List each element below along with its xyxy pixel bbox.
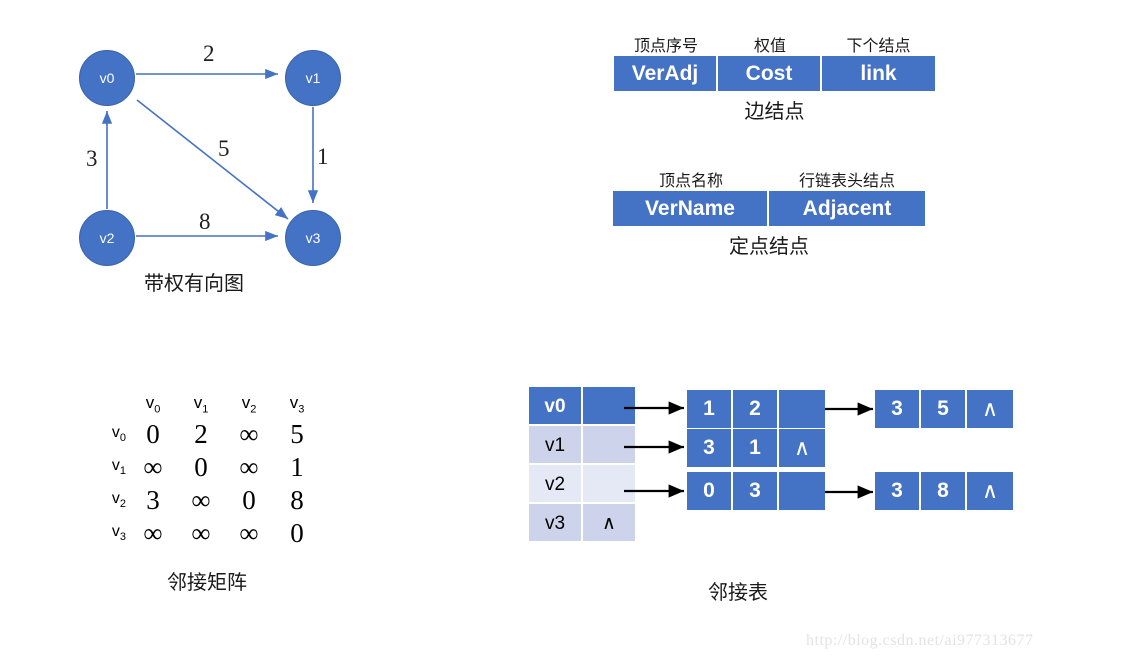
graph-node-v1[interactable]: v1	[285, 50, 341, 106]
edge-node-v2-0-link	[779, 472, 825, 510]
head-vertex-pointer-v3: ∧	[582, 503, 636, 542]
edge-weight-v2-v0: 3	[86, 146, 98, 171]
vertex-node-header-vername: 顶点名称	[658, 171, 723, 190]
matrix-cell-2-1: ∞	[191, 485, 211, 515]
edge-node-v2-1-veradj: 3	[875, 472, 921, 510]
head-vertex-pointer-v0	[582, 386, 636, 425]
matrix-cell-1-1: 0	[194, 452, 208, 482]
matrix-corner-blank	[95, 388, 129, 418]
edge-node-v2-0-veradj: 0	[687, 472, 733, 510]
edge-node-v2-1-cost: 8	[921, 472, 967, 510]
edge-node-struct-table: VerAdj Cost link	[614, 56, 935, 91]
matrix-cell-0-3: 5	[290, 419, 304, 449]
matrix-row-header-0: v0	[111, 424, 126, 445]
graph-node-v2-label: v2	[99, 230, 115, 246]
edge-node-v1-0-cost: 1	[733, 429, 779, 467]
vertex-node-cell-vername: VerName	[613, 191, 769, 226]
head-vertex-pointer-v2	[582, 464, 636, 503]
adjacency-list-figure: v0 v1 v2 v3 ∧ 1 2 3	[528, 386, 1048, 604]
graph-node-v3-label: v3	[305, 230, 321, 246]
graph-node-v2[interactable]: v2	[79, 210, 135, 266]
vertex-node-header-adjacent: 行链表头结点	[798, 171, 895, 190]
matrix-cell-3-0: ∞	[143, 518, 163, 548]
adjacency-matrix-figure: v0 v1 v2 v3 v0 0 2 ∞ 5 v1 ∞ 0 ∞ 1 v2 3 ∞…	[95, 388, 321, 594]
adjacency-list-head-row-v0[interactable]: v0	[528, 386, 636, 425]
graph-node-v0-label: v0	[99, 70, 115, 86]
matrix-col-header-3: v3	[289, 393, 305, 416]
edge-weight-v0-v3: 5	[218, 136, 230, 161]
edge-node-v1-0-link: ∧	[779, 429, 825, 467]
matrix-cell-1-0: ∞	[143, 452, 163, 482]
matrix-row-header-1: v1	[111, 457, 126, 478]
adjacency-matrix-caption: 邻接矩阵	[167, 570, 247, 594]
vertex-node-struct-table: VerName Adjacent	[613, 191, 925, 226]
vertex-node-cell-adjacent: Adjacent	[769, 191, 925, 226]
adjacency-list-head-row-v2[interactable]: v2	[528, 464, 636, 503]
edge-node-v2-1[interactable]: 3 8 ∧	[875, 472, 1013, 510]
vertex-node-struct: 顶点名称 行链表头结点 VerName Adjacent 定点结点	[613, 167, 925, 259]
edge-node-struct: 顶点序号 权值 下个结点 VerAdj Cost link 边结点	[614, 32, 935, 124]
edge-weight-v1-v3: 1	[317, 144, 329, 169]
edge-node-v0-0-cost: 2	[733, 390, 779, 428]
edge-node-struct-headers: 顶点序号 权值 下个结点	[614, 32, 935, 56]
matrix-cell-2-0: 3	[146, 485, 160, 515]
matrix-row-header-2: v2	[111, 490, 126, 511]
edge-node-v0-0-link	[779, 390, 825, 428]
head-vertex-name-v2: v2	[528, 464, 582, 503]
edge-node-v2-0-cost: 3	[733, 472, 779, 510]
edge-node-cell-veradj: VerAdj	[614, 56, 718, 91]
adjacency-list-head-row-v1[interactable]: v1	[528, 425, 636, 464]
head-vertex-name-v3: v3	[528, 503, 582, 542]
matrix-cell-0-2: ∞	[239, 419, 259, 449]
vertex-node-struct-headers: 顶点名称 行链表头结点	[613, 167, 925, 191]
matrix-cell-3-2: ∞	[239, 518, 259, 548]
graph-caption: 带权有向图	[144, 271, 244, 295]
edge-node-v0-1-veradj: 3	[875, 390, 921, 428]
weighted-digraph-figure: v0 v1 v2 v3 2 5 1 3 8 带权有向图	[0, 0, 430, 310]
edge-node-v0-1-link: ∧	[967, 390, 1013, 428]
matrix-row-header-3: v3	[111, 523, 126, 544]
graph-node-v1-label: v1	[305, 70, 321, 86]
adjacency-list-caption: 邻接表	[708, 580, 768, 604]
vertex-node-struct-caption: 定点结点	[729, 234, 809, 258]
matrix-cell-3-3: 0	[290, 518, 304, 548]
matrix-cell-0-0: 0	[146, 419, 160, 449]
edge-node-v0-1[interactable]: 3 5 ∧	[875, 390, 1013, 428]
edge-node-v0-0[interactable]: 1 2	[687, 390, 825, 428]
edge-node-v0-1-cost: 5	[921, 390, 967, 428]
edge-node-header-link: 下个结点	[846, 36, 911, 55]
edge-node-cell-cost: Cost	[718, 56, 822, 91]
graph-edges-svg	[101, 68, 319, 242]
head-vertex-name-v1: v1	[528, 425, 582, 464]
matrix-col-header-1: v1	[193, 393, 209, 416]
adjacency-list-head-row-v3[interactable]: v3 ∧	[528, 503, 636, 542]
edge-weight-v0-v1: 2	[203, 41, 215, 66]
edge-node-v2-1-link: ∧	[967, 472, 1013, 510]
matrix-cell-2-2: 0	[242, 485, 256, 515]
edge-node-struct-caption: 边结点	[744, 99, 805, 123]
edge-node-header-veradj: 顶点序号	[633, 36, 698, 55]
edge-v0-v3	[136, 99, 289, 220]
matrix-col-header-0: v0	[145, 393, 161, 416]
matrix-cell-2-3: 8	[290, 485, 304, 515]
edge-weight-v2-v3: 8	[199, 209, 211, 234]
edge-node-cell-link: link	[822, 56, 935, 91]
adjacency-list-head-table: v0 v1 v2 v3 ∧	[528, 386, 636, 542]
watermark-text: http://blog.csdn.net/ai977313677	[806, 632, 1034, 649]
edge-node-v1-0[interactable]: 3 1 ∧	[687, 429, 825, 467]
edge-node-header-cost: 权值	[753, 36, 786, 55]
edge-node-v0-0-veradj: 1	[687, 390, 733, 428]
graph-node-v3[interactable]: v3	[285, 210, 341, 266]
matrix-cell-1-2: ∞	[239, 452, 259, 482]
matrix-cell-3-1: ∞	[191, 518, 211, 548]
edge-node-v1-0-veradj: 3	[687, 429, 733, 467]
head-vertex-name-v0: v0	[528, 386, 582, 425]
adjacency-matrix-grid: v0 v1 v2 v3 v0 0 2 ∞ 5 v1 ∞ 0 ∞ 1 v2 3 ∞…	[95, 388, 321, 550]
matrix-cell-0-1: 2	[194, 419, 208, 449]
matrix-col-header-2: v2	[241, 393, 257, 416]
edge-node-v2-0[interactable]: 0 3	[687, 472, 825, 510]
matrix-cell-1-3: 1	[290, 452, 304, 482]
head-vertex-pointer-v1	[582, 425, 636, 464]
graph-node-v0[interactable]: v0	[79, 50, 135, 106]
